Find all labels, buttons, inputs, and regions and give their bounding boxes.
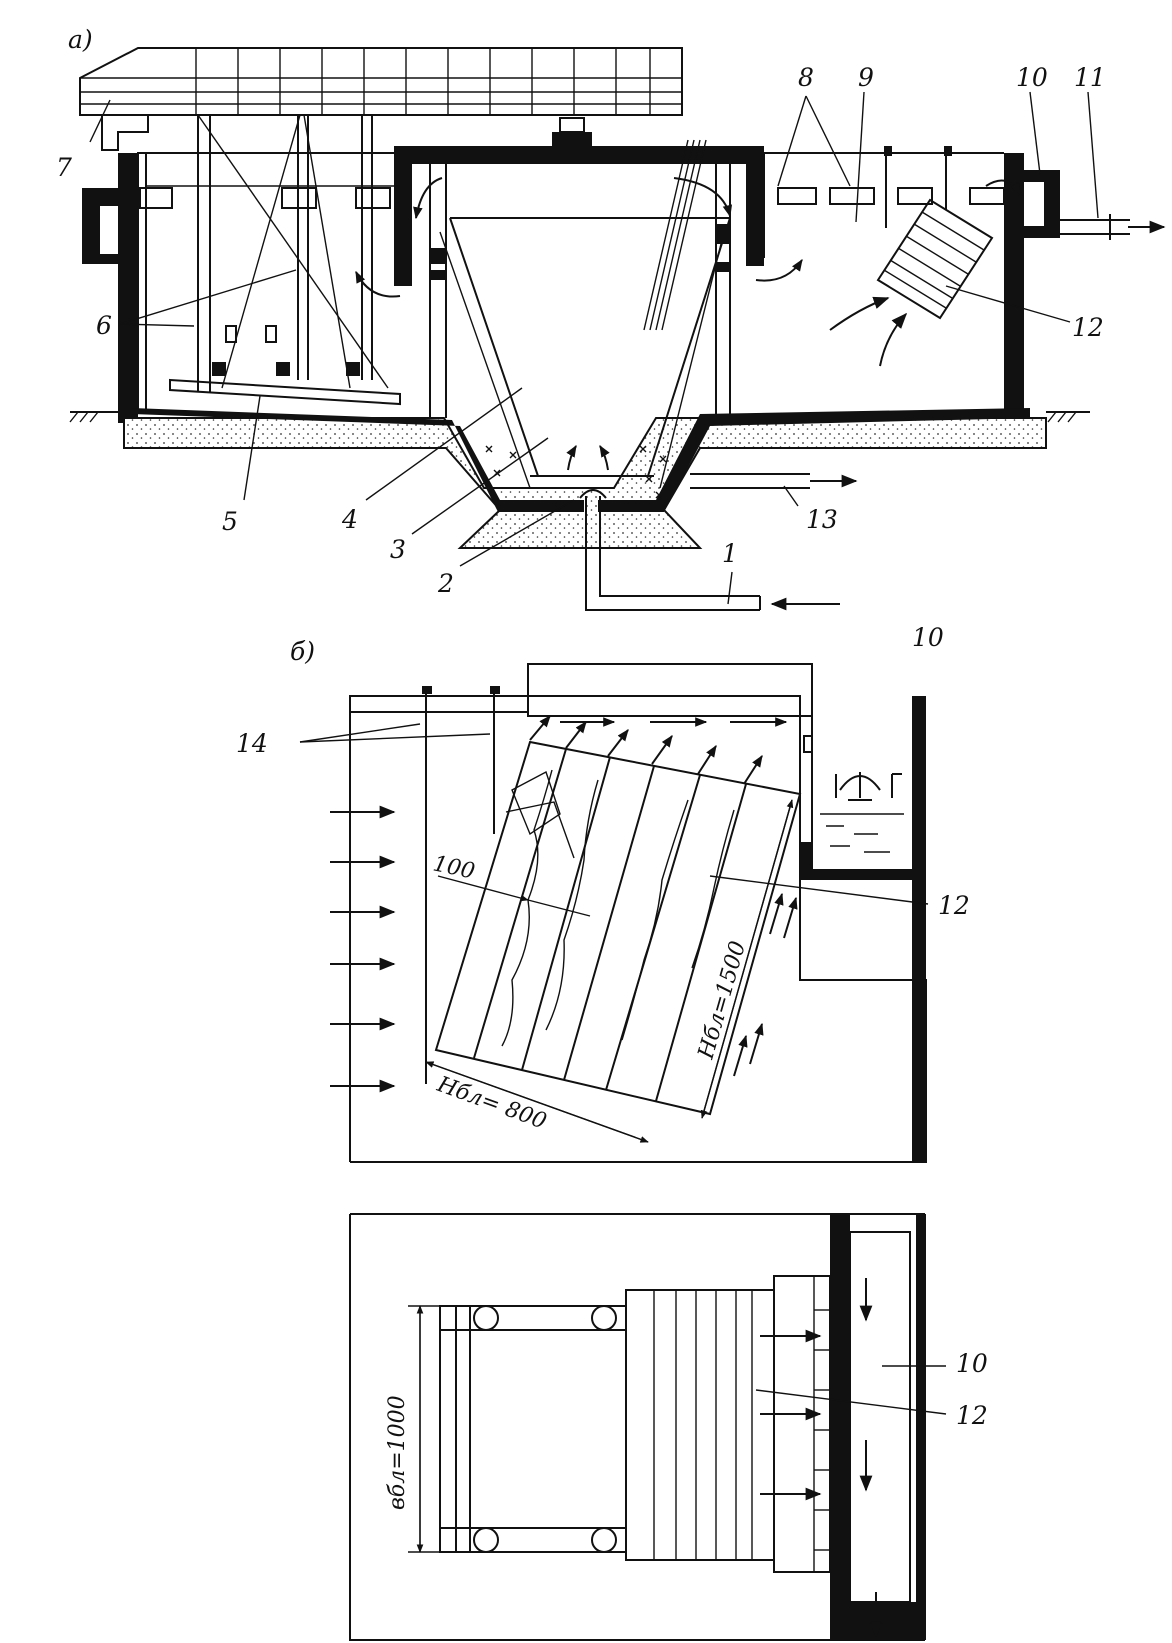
section-a: а) <box>56 25 1166 611</box>
callout-9: 9 <box>858 63 874 92</box>
collection-trays <box>763 146 1021 258</box>
top-tray <box>527 663 813 717</box>
callout-11: 11 <box>1074 63 1106 92</box>
scraper-assembly <box>139 114 401 406</box>
sludge-outlet <box>690 473 858 489</box>
section-a-label: а) <box>68 25 93 54</box>
dim-block-breadth: вбл=1000 <box>385 1395 410 1510</box>
section-b: б) <box>236 623 970 1163</box>
callout-4: 4 <box>341 505 358 534</box>
callout-3: 3 <box>390 535 406 564</box>
inflow-arrows <box>330 805 396 1093</box>
callout-13: 13 <box>806 505 838 534</box>
callout-7: 7 <box>56 153 72 182</box>
inlet-pipe <box>579 489 840 611</box>
callout-b-10: 10 <box>912 623 944 652</box>
outflow-arrows <box>529 715 798 1077</box>
dim-slot-gap: 100 <box>431 851 477 884</box>
callout-2: 2 <box>437 569 454 598</box>
callout-14: 14 <box>236 729 268 758</box>
section-plan: вбл=1000 10 12 <box>349 1213 988 1641</box>
callout-8: 8 <box>798 63 814 92</box>
plan-arrows <box>760 1278 883 1638</box>
dimension-lines-b <box>299 723 929 1143</box>
center-drive <box>552 132 592 148</box>
outlet-pipe <box>1060 214 1166 240</box>
dim-block-width: Нбл= 800 <box>433 1072 550 1135</box>
thin-layer-block-b <box>434 740 802 1116</box>
tank-walls <box>82 146 1060 423</box>
plan-frame <box>439 1305 627 1553</box>
callout-leaders <box>89 91 1099 605</box>
callout-12: 12 <box>1072 313 1104 342</box>
distribution-cone <box>439 217 731 489</box>
section-b-label: б) <box>290 637 315 666</box>
plan-block <box>625 1275 831 1573</box>
callout-1: 1 <box>722 539 738 568</box>
well-columns <box>429 139 731 418</box>
callout-10: 10 <box>1016 63 1048 92</box>
thin-layer-block-a <box>829 198 994 367</box>
callout-5: 5 <box>222 507 238 536</box>
bridge-truss <box>79 47 683 151</box>
callout-c-10: 10 <box>956 1349 988 1378</box>
callout-b-12: 12 <box>938 891 970 920</box>
callout-6: 6 <box>96 311 112 340</box>
callout-labels-a: 1 2 3 4 5 6 7 8 9 10 11 12 13 <box>56 63 1106 598</box>
callout-c-12: 12 <box>956 1401 988 1430</box>
